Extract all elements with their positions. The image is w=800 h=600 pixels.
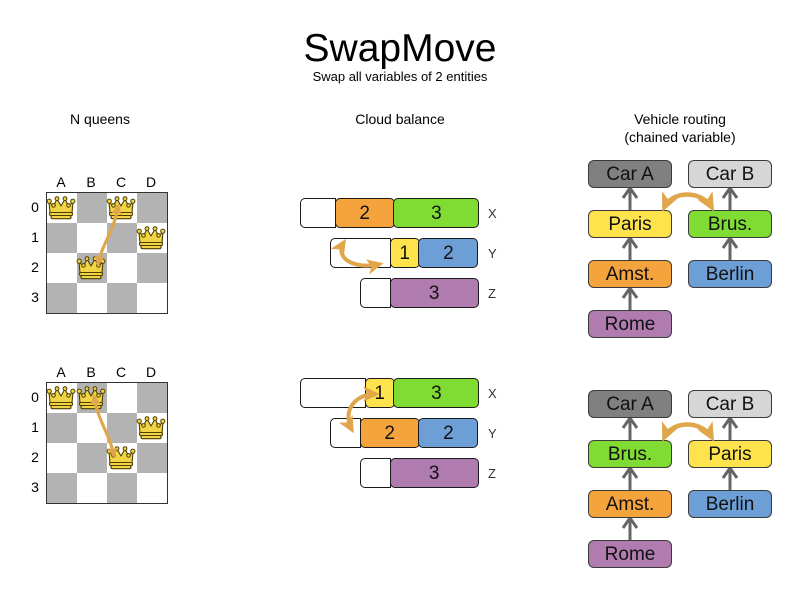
vrp-box-a-3[interactable]: Rome	[588, 310, 672, 338]
vrp-box-a-1[interactable]: Brus.	[588, 440, 672, 468]
swap-arrow-icon	[90, 393, 118, 459]
board-cell-d3[interactable]	[137, 473, 167, 503]
column-header-vehicle-routing-line2: (chained variable)	[624, 129, 736, 145]
board-col-label-d: D	[145, 174, 157, 190]
cloud-segment-orange[interactable]: 2	[334, 198, 395, 228]
swap-arrow-icon	[661, 421, 715, 442]
vrp-box-a-3[interactable]: Rome	[588, 540, 672, 568]
board-row-label-0: 0	[31, 389, 39, 405]
board-row-label-3: 3	[31, 289, 39, 305]
page-title: SwapMove	[303, 27, 497, 70]
swap-arrow-icon	[94, 203, 122, 267]
board-row-label-1: 1	[31, 229, 39, 245]
swap-arrow-icon	[661, 191, 715, 212]
vrp-box-car-b[interactable]: Car B	[688, 160, 772, 188]
column-header-vehicle-routing: Vehicle routing (chained variable)	[580, 110, 780, 146]
board-cell-c3[interactable]	[107, 283, 137, 313]
page-subtitle: Swap all variables of 2 entities	[312, 69, 488, 84]
cloud-swap-arrow-after	[338, 386, 380, 434]
board-cell-b3[interactable]	[77, 283, 107, 313]
board-cell-a2[interactable]	[47, 253, 77, 283]
chessboard-after-overlay	[46, 386, 166, 470]
board-col-label-b: B	[86, 174, 96, 190]
board-row	[47, 283, 167, 313]
n-queens-after-panel: A B C D 0 1 2 3	[31, 365, 168, 504]
board-row-label-2: 2	[31, 259, 39, 275]
vrp-swap-arrow-after	[661, 421, 715, 442]
board-row	[47, 473, 167, 503]
cloud-segment-green[interactable]: 3	[393, 198, 480, 228]
vrp-box-b-2[interactable]: Berlin	[688, 260, 772, 288]
cloud-row-label-z: Z	[488, 286, 496, 301]
queen-icon	[46, 386, 76, 410]
chessboard-before-overlay	[46, 196, 166, 280]
board-row-label-3: 3	[31, 479, 39, 495]
board-col-label-c: C	[115, 364, 127, 380]
board-cell-c3[interactable]	[107, 473, 137, 503]
cloud-row-z[interactable]: 3	[360, 458, 479, 488]
board-row-label-1: 1	[31, 419, 39, 435]
vrp-box-b-1[interactable]: Brus.	[688, 210, 772, 238]
cloud-segment-yellow[interactable]: 1	[389, 238, 420, 268]
queen-icon	[136, 416, 166, 440]
vrp-box-car-a[interactable]: Car A	[588, 390, 672, 418]
cloud-segment-empty	[360, 458, 391, 488]
queen-icon	[136, 226, 166, 250]
queen-icon	[46, 196, 76, 220]
vrp-box-a-2[interactable]: Amst.	[588, 260, 672, 288]
n-queens-before-panel: A B C D 0 1 2 3	[31, 175, 168, 314]
cloud-swap-arrow-before	[330, 238, 384, 275]
board-col-label-c: C	[115, 174, 127, 190]
cloud-row-z[interactable]: 3	[360, 278, 479, 308]
board-cell-d0[interactable]	[137, 193, 167, 223]
chessboard-after[interactable]	[46, 382, 168, 504]
cloud-row-x[interactable]: 2 3	[300, 198, 480, 228]
board-cell-a1[interactable]	[47, 413, 77, 443]
cloud-row-label-z: Z	[488, 466, 496, 481]
board-cell-d0[interactable]	[137, 383, 167, 413]
vrp-box-b-2[interactable]: Berlin	[688, 490, 772, 518]
swap-arrow-icon	[338, 386, 380, 434]
board-col-label-a: A	[56, 174, 66, 190]
cloud-row-label-y: Y	[488, 246, 497, 261]
board-cell-a2[interactable]	[47, 443, 77, 473]
cloud-segment-empty	[360, 278, 391, 308]
swap-arrow-icon	[330, 238, 384, 275]
vrp-box-car-a[interactable]: Car A	[588, 160, 672, 188]
column-header-vehicle-routing-line1: Vehicle routing	[634, 111, 726, 127]
board-cell-d3[interactable]	[137, 283, 167, 313]
queen-icon	[76, 256, 106, 280]
cloud-row-label-y: Y	[488, 426, 497, 441]
board-row-label-2: 2	[31, 449, 39, 465]
column-header-n-queens: N queens	[70, 111, 130, 127]
vrp-swap-arrow-before	[661, 191, 715, 212]
vrp-box-car-b[interactable]: Car B	[688, 390, 772, 418]
vrp-box-b-1[interactable]: Paris	[688, 440, 772, 468]
board-col-label-b: B	[86, 364, 96, 380]
cloud-segment-blue[interactable]: 2	[418, 418, 479, 448]
board-cell-a3[interactable]	[47, 283, 77, 313]
vrp-box-a-2[interactable]: Amst.	[588, 490, 672, 518]
board-cell-d2[interactable]	[137, 253, 167, 283]
cloud-segment-green[interactable]: 3	[393, 378, 480, 408]
board-cell-a3[interactable]	[47, 473, 77, 503]
cloud-row-label-x: X	[488, 206, 497, 221]
cloud-row-label-x: X	[488, 386, 497, 401]
cloud-segment-blue[interactable]: 2	[418, 238, 479, 268]
board-row-label-0: 0	[31, 199, 39, 215]
board-cell-d2[interactable]	[137, 443, 167, 473]
board-col-label-a: A	[56, 364, 66, 380]
board-cell-b3[interactable]	[77, 473, 107, 503]
queen-icon	[106, 196, 136, 220]
board-cell-a1[interactable]	[47, 223, 77, 253]
cloud-segment-purple[interactable]: 3	[389, 278, 479, 308]
vrp-box-a-1[interactable]: Paris	[588, 210, 672, 238]
cloud-segment-purple[interactable]: 3	[389, 458, 479, 488]
column-header-cloud-balance: Cloud balance	[355, 111, 445, 127]
queen-icon	[76, 386, 106, 410]
board-col-label-d: D	[145, 364, 157, 380]
